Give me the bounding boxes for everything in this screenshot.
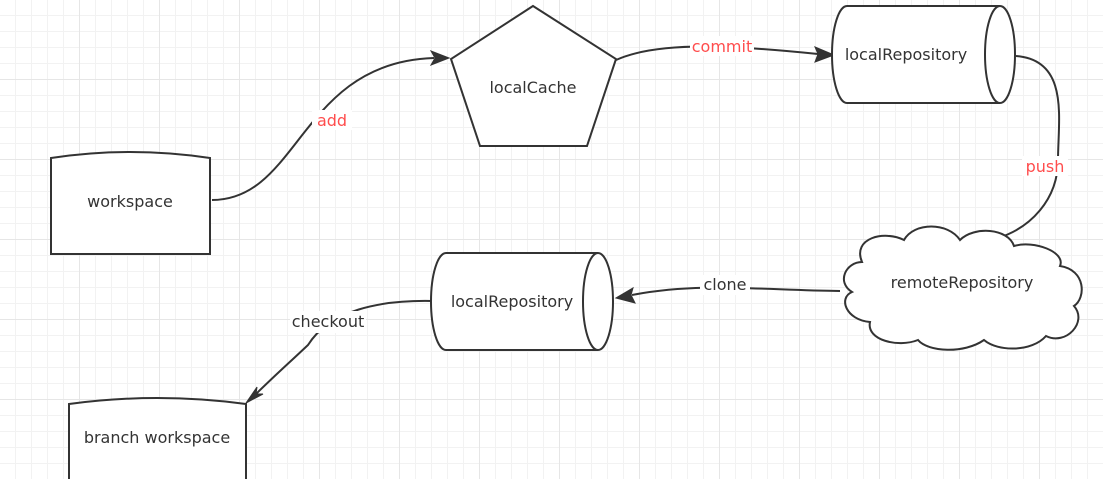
edge-push[interactable]: push: [997, 55, 1068, 239]
checkout-label: checkout: [292, 312, 364, 331]
checkout-connector: [255, 299, 433, 395]
push-label-bg: [1022, 156, 1068, 176]
add-label-bg: [312, 110, 352, 130]
local-cache-pentagon-shape: [449, 4, 618, 147]
add-connector: [211, 57, 435, 201]
edge-add[interactable]: add: [211, 50, 451, 201]
edge-clone[interactable]: clone: [614, 275, 841, 304]
clone-arrowhead: [614, 286, 636, 304]
node-remote-repository[interactable]: remoteRepository: [842, 225, 1083, 351]
checkout-arrowhead: [245, 386, 264, 404]
local-repository-top-label: localRepository: [845, 45, 967, 64]
node-local-cache[interactable]: localCache: [449, 4, 618, 147]
commit-arrowhead: [814, 46, 836, 63]
branch-workspace-card-shape: [68, 397, 247, 479]
clone-label-bg: [700, 275, 750, 295]
node-workspace[interactable]: workspace: [50, 151, 211, 255]
remote-repository-cloud-shape: [842, 225, 1083, 351]
workspace-card-shape: [50, 151, 211, 255]
push-label: push: [1026, 157, 1065, 176]
local-repository-bottom-label: localRepository: [451, 292, 573, 311]
edge-commit[interactable]: commit: [615, 36, 836, 63]
remote-repository-label: remoteRepository: [891, 273, 1034, 292]
clone-label: clone: [703, 275, 746, 294]
node-branch-workspace[interactable]: branch workspace: [68, 397, 247, 479]
local-repository-top-cylinder-end: [984, 5, 1001, 104]
workspace-label: workspace: [87, 192, 173, 211]
commit-label-bg: [690, 36, 754, 56]
node-local-repository-bottom[interactable]: localRepository: [430, 252, 614, 351]
edge-checkout[interactable]: checkout: [245, 299, 433, 404]
branch-workspace-label: branch workspace: [84, 428, 230, 447]
local-repository-bottom-cylinder-end: [582, 252, 599, 351]
commit-label: commit: [692, 37, 752, 56]
local-cache-label: localCache: [489, 78, 576, 97]
add-arrowhead: [429, 50, 451, 66]
checkout-label-bg: [290, 311, 366, 333]
node-local-repository-top[interactable]: localRepository: [831, 5, 1016, 104]
add-label: add: [317, 111, 347, 130]
